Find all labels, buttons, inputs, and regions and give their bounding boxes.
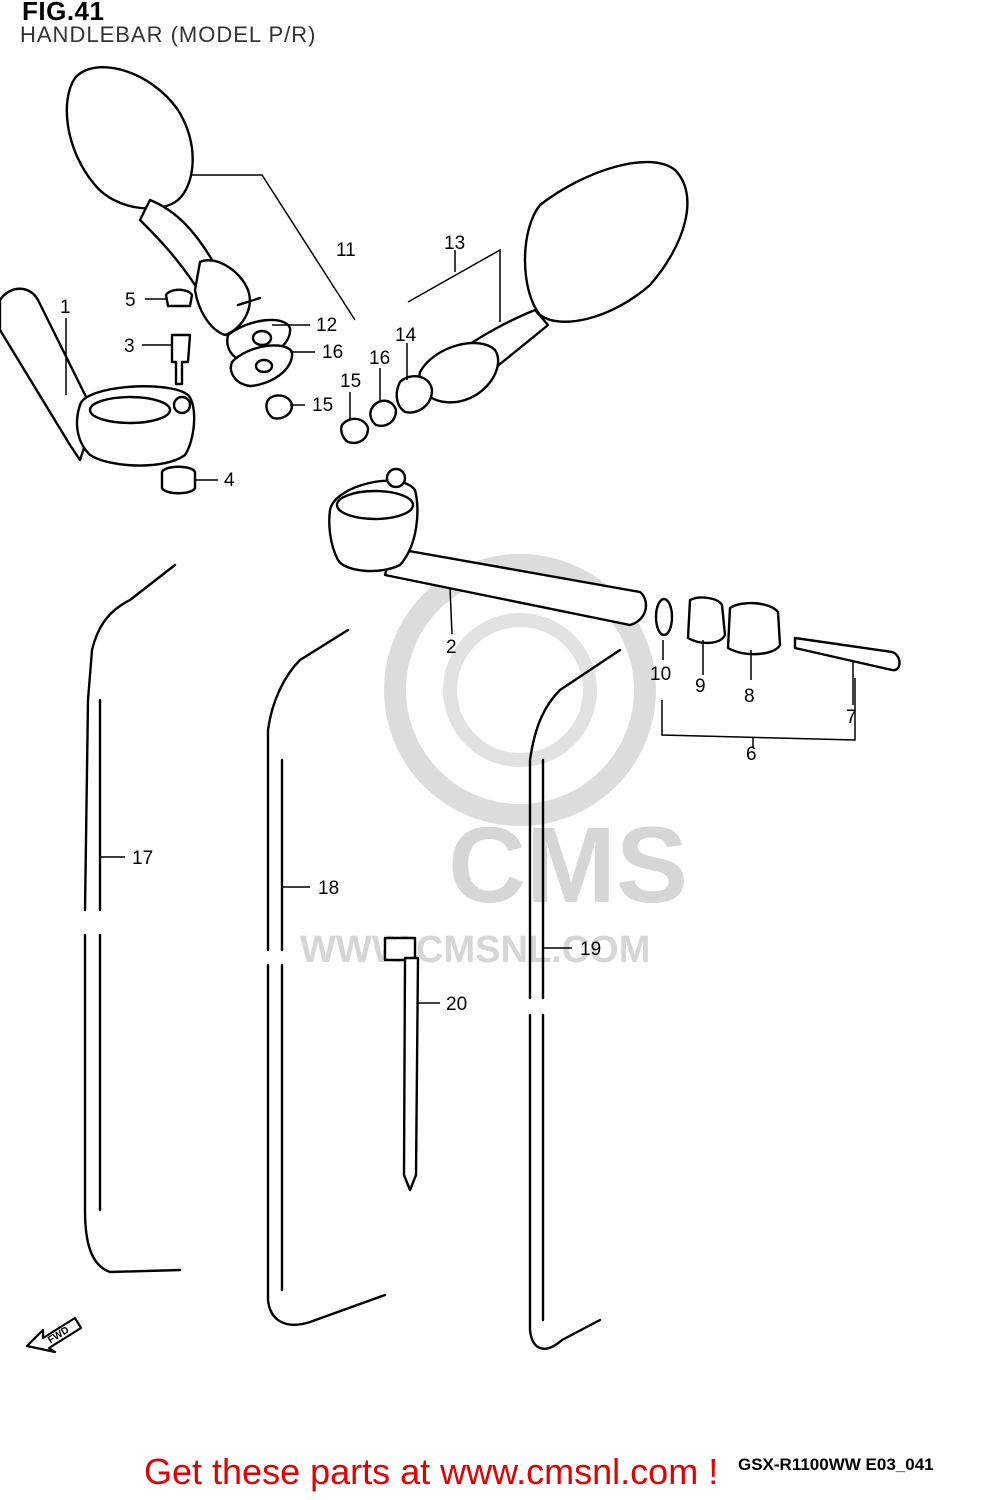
cable-tie-20 xyxy=(383,936,420,1192)
callout-11: 11 xyxy=(336,240,356,261)
right-mirror-base xyxy=(418,341,500,404)
left-handlebar xyxy=(0,287,196,467)
part-15-nut-right xyxy=(340,417,370,444)
callout-20: 20 xyxy=(446,994,467,1015)
callout-17: 17 xyxy=(132,848,153,869)
callout-10: 10 xyxy=(650,664,671,685)
cable-17-lower xyxy=(83,933,182,1274)
callout-2: 2 xyxy=(446,637,457,658)
callout-18: 18 xyxy=(318,878,339,899)
right-handlebar-clamp-bore xyxy=(335,489,415,521)
callout-16-left: 16 xyxy=(322,342,343,363)
callout-15-right: 15 xyxy=(340,371,361,392)
watermark-mascot-ring xyxy=(384,554,656,826)
part-9-collar xyxy=(686,596,727,645)
right-handlebar xyxy=(328,467,648,627)
right-handlebar-tube xyxy=(383,546,648,627)
leader-2 xyxy=(449,587,453,635)
left-mirror xyxy=(65,65,262,337)
callouts: 1 2 3 4 5 6 7 8 9 10 11 12 13 14 15 15 1… xyxy=(60,233,857,1015)
parts-link-banner[interactable]: Get these parts at www.cmsnl.com ! xyxy=(144,1451,719,1492)
cable-19-upper xyxy=(528,648,622,1000)
figure-title: FIG.41 xyxy=(22,0,105,26)
part-16-hole-left xyxy=(254,358,274,374)
callout-15-left: 15 xyxy=(312,395,333,416)
right-mirror xyxy=(340,160,689,444)
callout-4: 4 xyxy=(224,470,235,491)
leader-11 xyxy=(190,174,356,321)
watermark: CMS WWW.CMSNL.COM xyxy=(300,554,688,971)
figure-subtitle: HANDLEBAR (MODEL P/R) xyxy=(20,22,317,47)
part-10-washer xyxy=(654,597,674,637)
callout-16-right: 16 xyxy=(369,348,390,369)
throttle-cable-17 xyxy=(83,563,182,1274)
callout-8: 8 xyxy=(744,686,755,707)
callout-5: 5 xyxy=(125,290,136,311)
left-mirror-bolt xyxy=(236,296,262,307)
part-12-hole xyxy=(251,329,273,347)
part-15-nut-left xyxy=(265,394,294,420)
left-handlebar-clamp-boss xyxy=(172,395,192,415)
watermark-brand: CMS xyxy=(448,804,688,925)
left-mirror-mount xyxy=(226,318,294,420)
part-8-weight xyxy=(726,601,782,656)
choke-cable-19 xyxy=(528,648,622,1350)
callout-3: 3 xyxy=(124,336,135,357)
callout-9: 9 xyxy=(695,676,706,697)
throttle-cable-18 xyxy=(266,628,387,1326)
leader-13 xyxy=(407,248,501,322)
right-handlebar-clamp-boss xyxy=(385,467,407,489)
callout-12: 12 xyxy=(316,315,337,336)
cable-18-upper xyxy=(266,628,350,952)
part-7-screw xyxy=(793,636,901,672)
left-handlebar-tube xyxy=(0,287,97,462)
fwd-arrow-icon: FWD xyxy=(25,1316,83,1354)
right-mirror-head xyxy=(523,160,689,323)
part-16-plate-right xyxy=(369,399,398,427)
callout-7: 7 xyxy=(846,707,857,728)
left-mirror-base xyxy=(193,259,251,337)
part-3-bolt xyxy=(170,333,192,386)
left-handlebar-clamp-bore xyxy=(88,395,172,425)
callout-19: 19 xyxy=(580,939,601,960)
callout-6: 6 xyxy=(746,744,757,765)
cable-17-upper xyxy=(83,563,177,912)
cable-19-lower xyxy=(528,1013,602,1350)
watermark-url: WWW.CMSNL.COM xyxy=(300,929,650,971)
cable-tie-strap xyxy=(402,956,420,1192)
callout-14: 14 xyxy=(395,325,417,346)
left-mirror-head xyxy=(65,65,194,210)
part-14-mount xyxy=(395,374,434,414)
callout-13: 13 xyxy=(444,233,465,254)
cable-tie-head xyxy=(383,936,417,962)
leader-6-bracket xyxy=(661,678,856,741)
cable-18-lower xyxy=(266,963,387,1326)
callout-1: 1 xyxy=(60,297,71,318)
part-5-cap xyxy=(164,288,194,308)
part-4-nut xyxy=(160,465,197,495)
watermark-mascot-face xyxy=(443,613,597,767)
leader-lines xyxy=(65,174,856,1004)
model-code: GSX-R1100WW E03_041 xyxy=(738,1455,934,1474)
